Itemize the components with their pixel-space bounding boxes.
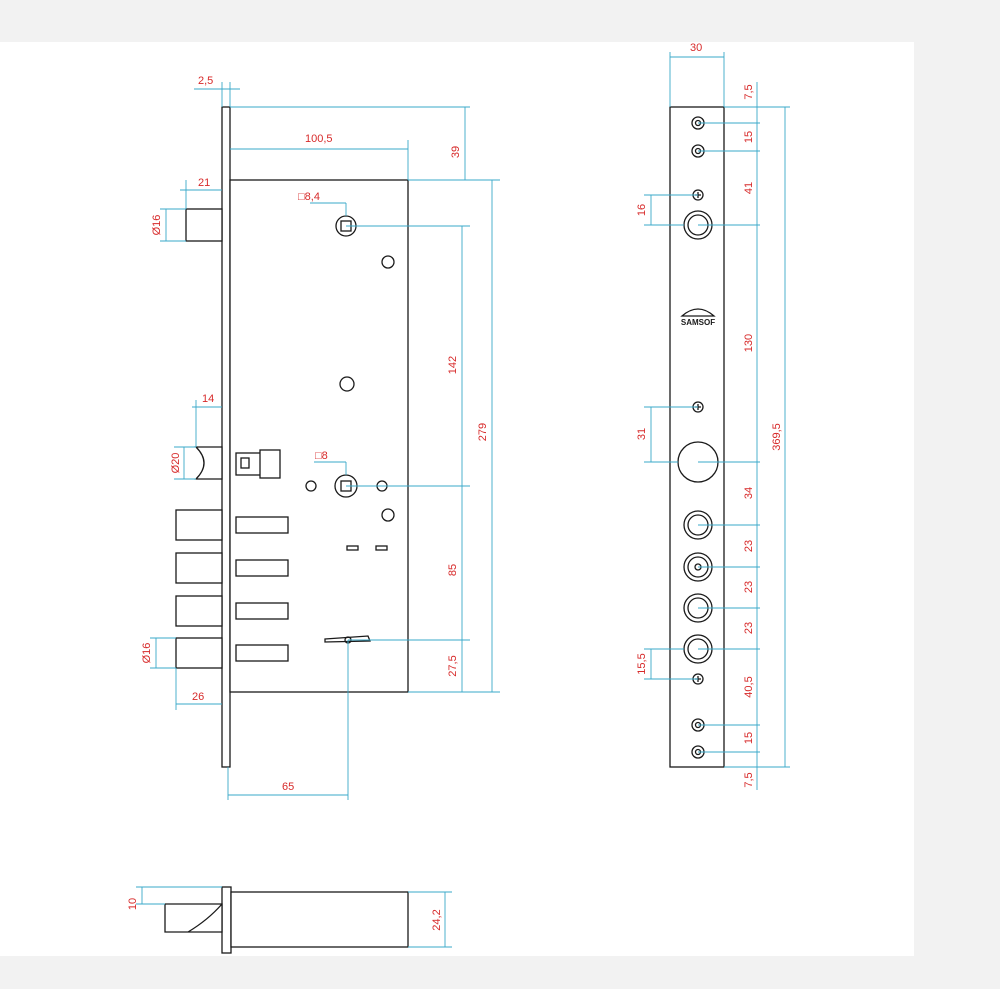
latch-lever-notch — [240, 457, 250, 469]
logo-text: SAMSOF — [681, 318, 715, 327]
dim-plate-23-a: 23 — [743, 540, 755, 552]
dim-latch-diameter: Ø16 — [151, 215, 163, 236]
dim-latch-projection: 21 — [198, 177, 210, 189]
dim-plate-15-top: 15 — [743, 131, 755, 143]
bottom-view: 10 24,2 — [127, 886, 452, 954]
dim-deadbolt-diameter: Ø20 — [170, 453, 182, 474]
dim-body-depth: 100,5 — [305, 133, 333, 145]
faceplate-front — [669, 106, 725, 768]
latch-bottom — [164, 903, 223, 933]
dim-plate-23-c: 23 — [743, 622, 755, 634]
dim-spindle-mid: □8 — [315, 450, 328, 462]
deadlatch — [194, 446, 223, 480]
dim-plate-7-5-bottom: 7,5 — [743, 772, 755, 787]
lock-body — [229, 179, 409, 693]
dim-plate-130: 130 — [743, 334, 755, 352]
bolt-3 — [175, 595, 223, 627]
dim-27-5: 27,5 — [447, 655, 459, 676]
lock-technical-drawing: 2,5 100,5 39 279 142 85 27,5 □8,4 □ — [127, 42, 790, 954]
dim-backset: 65 — [282, 781, 294, 793]
drawing-sheet: 2,5 100,5 39 279 142 85 27,5 □8,4 □ — [0, 42, 914, 956]
side-view: 2,5 100,5 39 279 142 85 27,5 □8,4 □ — [141, 75, 500, 800]
faceplate-bottom — [221, 886, 232, 954]
dim-plate-23-b: 23 — [743, 581, 755, 593]
bolt-slot-1 — [235, 516, 289, 534]
faceplate-side — [221, 106, 231, 768]
dim-bolt-projection: 26 — [192, 691, 204, 703]
dim-plate-15-bottom: 15 — [743, 732, 755, 744]
slot-1 — [346, 545, 359, 551]
latch-bracket — [259, 449, 281, 479]
dim-deadbolt-projection: 14 — [202, 393, 214, 405]
bolt-2 — [175, 552, 223, 584]
dim-bolt-diameter: Ø16 — [141, 643, 153, 664]
dim-spindle-top: □8,4 — [298, 191, 320, 203]
dim-plate-40-5: 40,5 — [743, 676, 755, 697]
screw-hole-2 — [339, 376, 355, 392]
dim-85: 85 — [447, 564, 459, 576]
slot-2 — [375, 545, 388, 551]
dim-bottom-24-2: 24,2 — [431, 909, 443, 930]
bolt-1 — [175, 509, 223, 541]
cylinder-cam — [324, 635, 371, 643]
bolt-slot-3 — [235, 602, 289, 620]
screw-hole-5 — [381, 508, 395, 522]
dim-overall-height: 279 — [477, 423, 489, 441]
body-bottom — [230, 891, 409, 948]
logo-mark — [680, 308, 716, 317]
screw-hole-3 — [305, 480, 317, 492]
bolt-slot-4 — [235, 644, 289, 662]
dim-plate-34: 34 — [743, 487, 755, 499]
dim-plate-31: 31 — [636, 428, 648, 440]
bolt-slot-2 — [235, 559, 289, 577]
dim-plate-total: 369,5 — [771, 423, 783, 451]
dim-plate-16: 16 — [636, 204, 648, 216]
dim-plate-7-5-top: 7,5 — [743, 84, 755, 99]
faceplate-front-view: SAMSOF 30 — [636, 42, 790, 790]
dim-bottom-10: 10 — [127, 898, 139, 910]
latch-bolt — [185, 208, 223, 242]
dim-plate-15-5: 15,5 — [636, 653, 648, 674]
dim-faceplate-thickness: 2,5 — [198, 75, 213, 87]
dim-142: 142 — [447, 356, 459, 374]
dim-plate-41: 41 — [743, 182, 755, 194]
bolt-4 — [175, 637, 223, 669]
dim-plate-width: 30 — [690, 42, 702, 54]
dim-top-offset: 39 — [450, 146, 462, 158]
screw-hole-1 — [381, 255, 395, 269]
